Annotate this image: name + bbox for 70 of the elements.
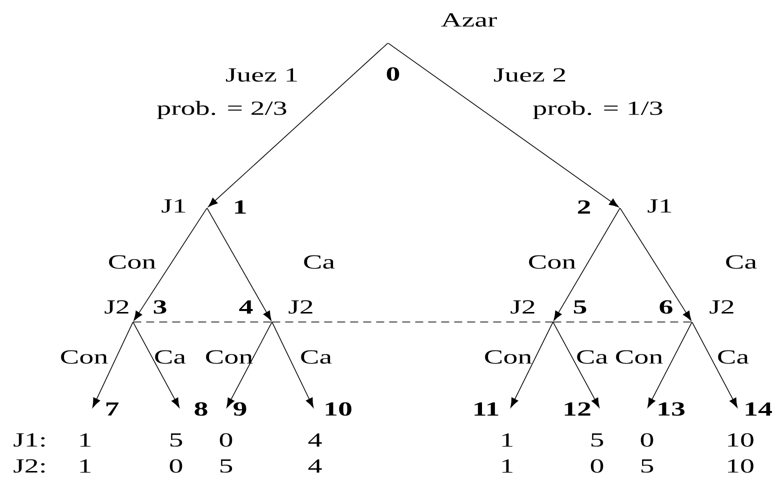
- edge-label: Con: [616, 350, 663, 364]
- arrow: [226, 322, 272, 408]
- probability-label: prob. = 1/3: [533, 100, 662, 120]
- arrow: [692, 322, 738, 408]
- arrow: [208, 42, 388, 208]
- payoff-value: 0: [590, 459, 604, 473]
- node-number: 11: [474, 402, 498, 416]
- player-label: J1: [162, 199, 186, 213]
- payoff-value: 0: [220, 433, 232, 447]
- arrow: [510, 322, 554, 408]
- payoff-value: 1: [502, 459, 512, 473]
- payoff-value: 1: [80, 459, 90, 473]
- node-number: 0: [386, 67, 400, 81]
- arrow: [648, 322, 692, 408]
- edge-label: Ca: [301, 350, 332, 364]
- payoff-value: 1: [80, 433, 90, 447]
- player-label: J2: [288, 300, 312, 314]
- row-label: J1:: [14, 433, 45, 447]
- node-number: 10: [326, 402, 352, 416]
- payoff-value: 0: [640, 433, 654, 447]
- edge-label: Con: [485, 350, 532, 364]
- node-number: 3: [154, 300, 166, 314]
- node-number: 2: [578, 200, 590, 214]
- arrow: [132, 322, 180, 408]
- payoff-value: 5: [220, 459, 232, 473]
- arrow: [554, 208, 620, 321]
- edge-label: Ca: [726, 255, 757, 269]
- payoff-value: 5: [170, 433, 182, 447]
- node-number: 14: [746, 402, 772, 416]
- player-label: J2: [104, 300, 128, 314]
- arrow: [620, 208, 692, 321]
- payoff-value: 4: [308, 433, 322, 447]
- payoff-value: 5: [641, 459, 654, 473]
- payoff-value: 10: [728, 433, 754, 447]
- player-label: J2: [510, 300, 534, 314]
- probability-label: prob. = 2/3: [157, 100, 286, 120]
- node-number: 1: [235, 200, 246, 214]
- edge-label: Ca: [304, 255, 335, 269]
- payoff-value: 4: [308, 459, 322, 473]
- edge-label: Juez 2: [494, 68, 566, 82]
- arrow: [552, 322, 600, 408]
- edge-label: Con: [109, 255, 156, 269]
- node-number: 8: [194, 402, 208, 416]
- payoff-value: 0: [170, 459, 182, 473]
- arrow: [388, 42, 619, 208]
- player-label: Azar: [441, 13, 497, 27]
- node-number: 12: [564, 402, 590, 416]
- arrow: [206, 208, 272, 321]
- edge-label: Ca: [155, 350, 186, 364]
- edge-label: Con: [206, 350, 253, 364]
- edge-label: Con: [61, 350, 108, 364]
- player-label: J1: [648, 199, 672, 213]
- player-label: J2: [710, 300, 734, 314]
- payoff-value: 10: [728, 459, 754, 473]
- node-number: 6: [660, 300, 672, 314]
- payoff-value: 1: [502, 433, 512, 447]
- arrow: [92, 322, 134, 408]
- arrow: [134, 208, 208, 321]
- node-number: 9: [234, 402, 246, 416]
- node-number: 5: [574, 300, 586, 314]
- arrow: [272, 322, 314, 408]
- edge-label: Ca: [718, 350, 749, 364]
- edge-label: Juez 1: [226, 68, 297, 82]
- node-number: 7: [106, 402, 119, 416]
- node-number: 13: [658, 402, 684, 416]
- row-label: J2:: [14, 459, 45, 473]
- node-number: 4: [239, 300, 253, 314]
- edge-label: Con: [529, 255, 576, 269]
- edge-label: Ca: [577, 350, 608, 364]
- payoff-value: 5: [591, 433, 604, 447]
